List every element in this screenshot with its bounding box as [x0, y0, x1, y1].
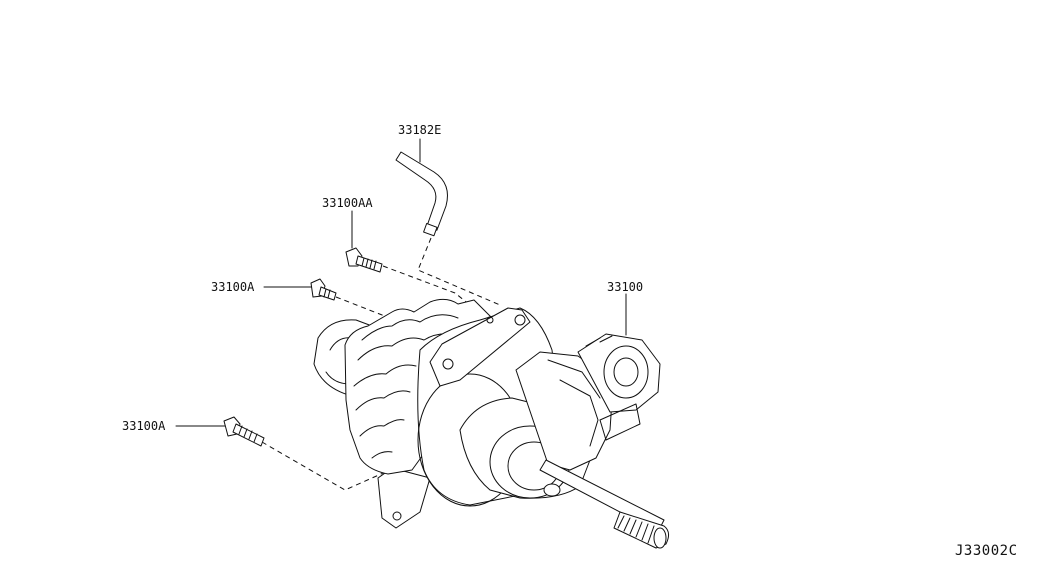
- bolt-33100A-upper[interactable]: [310, 278, 337, 301]
- transfer-case[interactable]: [313, 298, 670, 549]
- bolt-33100A-lower[interactable]: [223, 416, 265, 447]
- diagram-code: J33002C: [955, 543, 1018, 559]
- callout-bolt-33100A-upper[interactable]: 33100A: [211, 280, 255, 294]
- breather-hose[interactable]: [395, 151, 448, 237]
- bolt-33100AA[interactable]: [345, 247, 383, 273]
- leader-lines: [175, 138, 627, 427]
- callout-bolt-33100AA[interactable]: 33100AA: [322, 196, 373, 210]
- callout-transfer-assembly[interactable]: 33100: [607, 280, 644, 294]
- callout-breather-hose[interactable]: 33182E: [398, 123, 442, 137]
- callout-bolt-33100A-lower[interactable]: 33100A: [122, 419, 166, 433]
